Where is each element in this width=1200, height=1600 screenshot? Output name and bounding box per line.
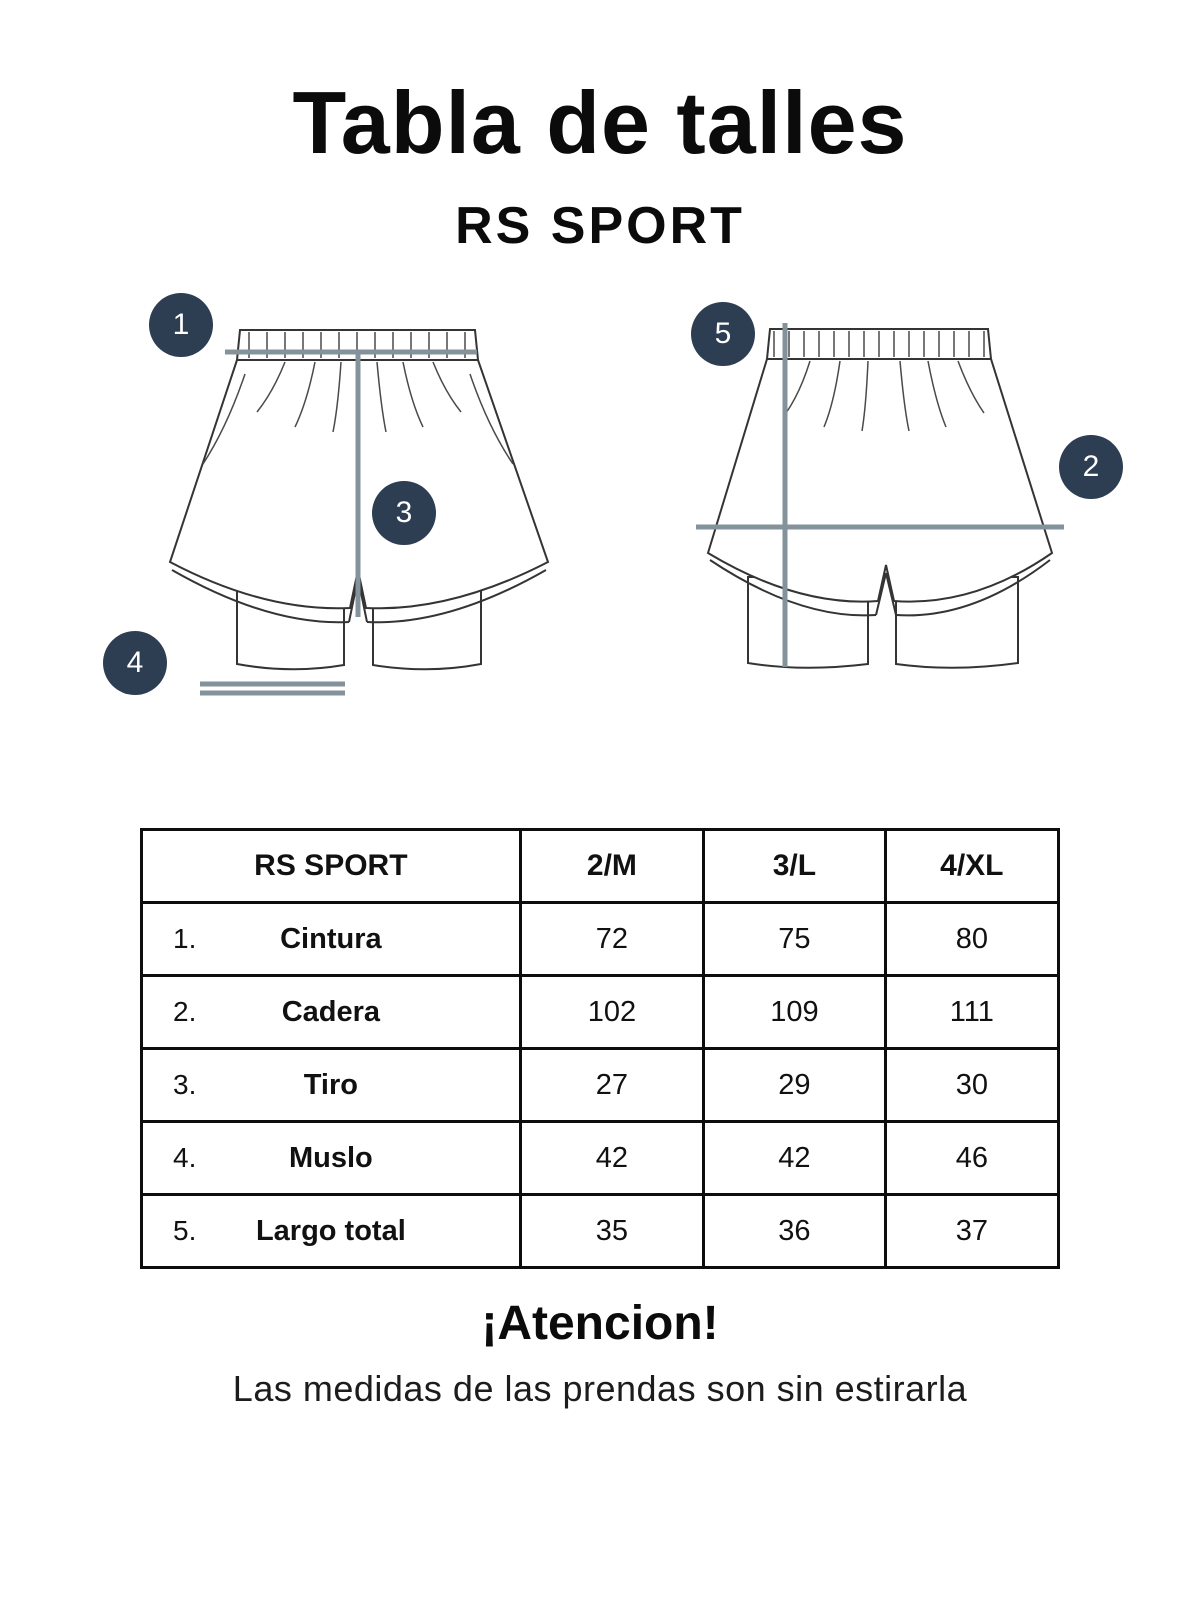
value-cell: 46 (883, 1120, 1061, 1196)
value-cell: 30 (883, 1047, 1061, 1123)
measure-badge-2: 2 (1059, 435, 1123, 499)
value-cell: 37 (883, 1193, 1061, 1269)
row-label: 1. Cintura (143, 923, 519, 956)
waistband-ribs (248, 332, 466, 358)
value-cell: 72 (518, 901, 706, 977)
hem-band-left (171, 569, 350, 624)
header-cell-size-l: 3/L (702, 828, 887, 904)
measurement-name: Largo total (255, 1214, 406, 1247)
table-header-row: RS SPORT 2/M 3/L 4/XL (140, 828, 1061, 904)
note-text: Las medidas de las prendas son sin estir… (232, 1368, 968, 1409)
measure-badge-4: 4 (103, 631, 167, 695)
value-cell: 27 (518, 1047, 706, 1123)
measure-badge-5: 5 (691, 302, 755, 366)
attention-heading: ¡Atencion! (481, 1297, 719, 1350)
pocket-right (469, 373, 514, 465)
shorts-front-left-illustration (168, 329, 550, 696)
table-row: 4. Muslo 42 42 46 (140, 1120, 1061, 1196)
hem-band-right (895, 559, 1051, 617)
value-cell: 102 (518, 974, 706, 1050)
value-cell: 35 (518, 1193, 706, 1269)
value-cell: 42 (518, 1120, 706, 1196)
waistband-ribs (773, 331, 985, 357)
gather-lines (785, 360, 985, 432)
value-cell: 80 (883, 901, 1061, 977)
row-number: 2. (173, 996, 197, 1027)
measurement-name: Muslo (288, 1141, 373, 1174)
table-row: 3. Tiro 27 29 30 (140, 1047, 1061, 1123)
header-cell-name: RS SPORT (140, 828, 522, 904)
page-title: Tabla de talles (292, 73, 908, 172)
measurement-name: Tiro (303, 1068, 358, 1101)
value-cell: 42 (702, 1120, 887, 1196)
row-label: 4. Muslo (143, 1142, 519, 1175)
hem-band-right (366, 569, 547, 624)
shorts-body (706, 358, 1054, 603)
row-number: 4. (173, 1142, 197, 1173)
row-label: 2. Cadera (143, 996, 519, 1029)
table-row: 1. Cintura 72 75 80 (140, 901, 1061, 977)
row-label: 3. Tiro (143, 1069, 519, 1102)
row-number: 1. (173, 923, 197, 954)
pocket-left (202, 373, 246, 465)
value-cell: 111 (883, 974, 1061, 1050)
value-cell: 75 (702, 901, 887, 977)
table-row: 5. Largo total 35 36 37 (140, 1193, 1061, 1269)
value-cell: 29 (702, 1047, 887, 1123)
brand-subtitle: RS SPORT (455, 197, 745, 255)
value-cell: 109 (702, 974, 887, 1050)
hem-band-left (709, 559, 877, 617)
measurement-name: Cadera (281, 995, 381, 1028)
hem-notch (875, 572, 897, 616)
size-table: RS SPORT 2/M 3/L 4/XL 1. Cintura 72 75 80… (140, 828, 1061, 1269)
gather-lines (256, 361, 462, 433)
shorts-front-right-illustration (696, 323, 1064, 669)
measure-badge-1: 1 (149, 293, 213, 357)
header-cell-size-m: 2/M (518, 828, 706, 904)
thigh-measure-line (200, 681, 345, 696)
row-number: 3. (173, 1069, 197, 1100)
measurement-name: Cintura (280, 922, 382, 955)
value-cell: 36 (702, 1193, 887, 1269)
measure-badge-3: 3 (372, 481, 436, 545)
row-number: 5. (173, 1215, 197, 1246)
row-label: 5. Largo total (143, 1215, 519, 1248)
header-cell-size-xl: 4/XL (883, 828, 1061, 904)
table-row: 2. Cadera 102 109 111 (140, 974, 1061, 1050)
